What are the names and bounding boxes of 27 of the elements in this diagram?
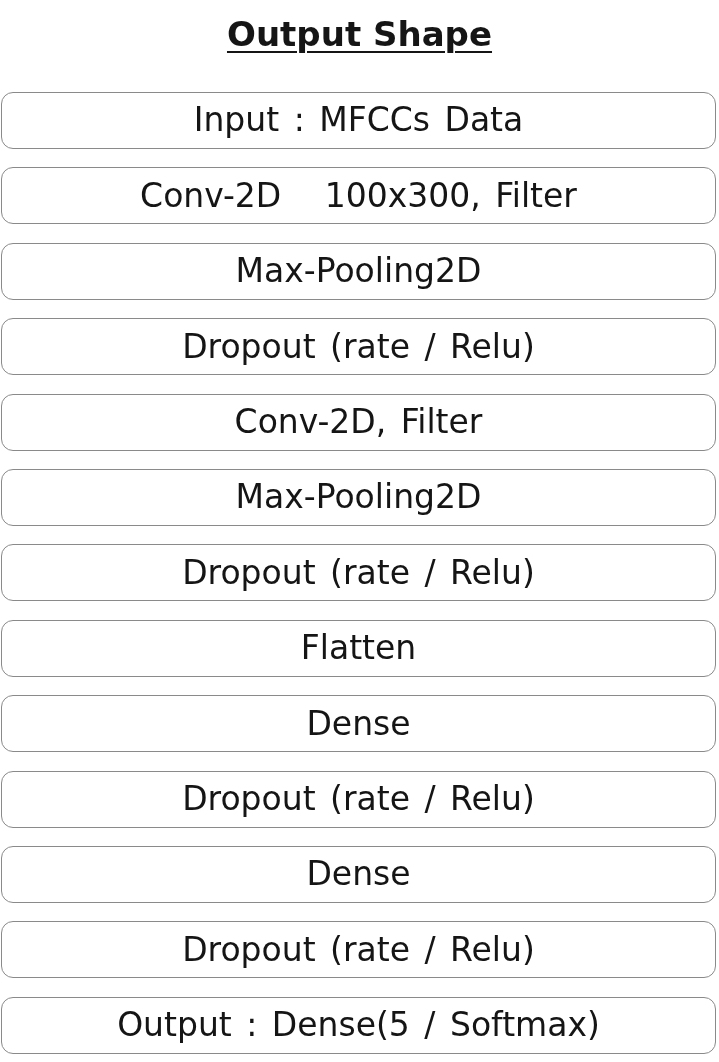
layer-label: Dense bbox=[306, 705, 411, 742]
layer-label: Dense bbox=[306, 856, 411, 893]
layer-box bbox=[1, 92, 716, 149]
layer-box bbox=[1, 921, 716, 979]
layer-box bbox=[1, 393, 716, 451]
layer-label: Max-Pooling2D bbox=[235, 479, 482, 516]
layer-box bbox=[1, 242, 716, 300]
layer-box bbox=[1, 318, 716, 376]
layer-label: Dropout (rate / Relu) bbox=[182, 328, 535, 365]
layer-label: Dropout (rate / Relu) bbox=[182, 931, 535, 969]
layer-label: Conv-2D, Filter bbox=[234, 403, 483, 441]
layer-label: Input : MFCCs Data bbox=[193, 102, 524, 139]
layer-label: Dropout (rate / Relu) bbox=[182, 554, 535, 592]
layer-box bbox=[1, 846, 716, 903]
layer-label: Dropout (rate / Relu) bbox=[182, 780, 535, 818]
layer-box bbox=[1, 770, 716, 828]
layer-box bbox=[1, 544, 716, 602]
layer-label: Output : Dense(5 / Softmax) bbox=[117, 1007, 600, 1044]
layer-label: Max-Pooling2D bbox=[235, 253, 482, 290]
diagram-title: Output Shape bbox=[227, 14, 492, 54]
layer-box bbox=[1, 996, 716, 1054]
layer-label: Flatten bbox=[300, 630, 417, 667]
layer-label: Conv-2D 100x300, Filter bbox=[140, 177, 577, 215]
layer-box bbox=[1, 619, 716, 677]
layer-box bbox=[1, 167, 716, 225]
layer-box bbox=[1, 469, 716, 526]
layer-box bbox=[1, 695, 716, 753]
